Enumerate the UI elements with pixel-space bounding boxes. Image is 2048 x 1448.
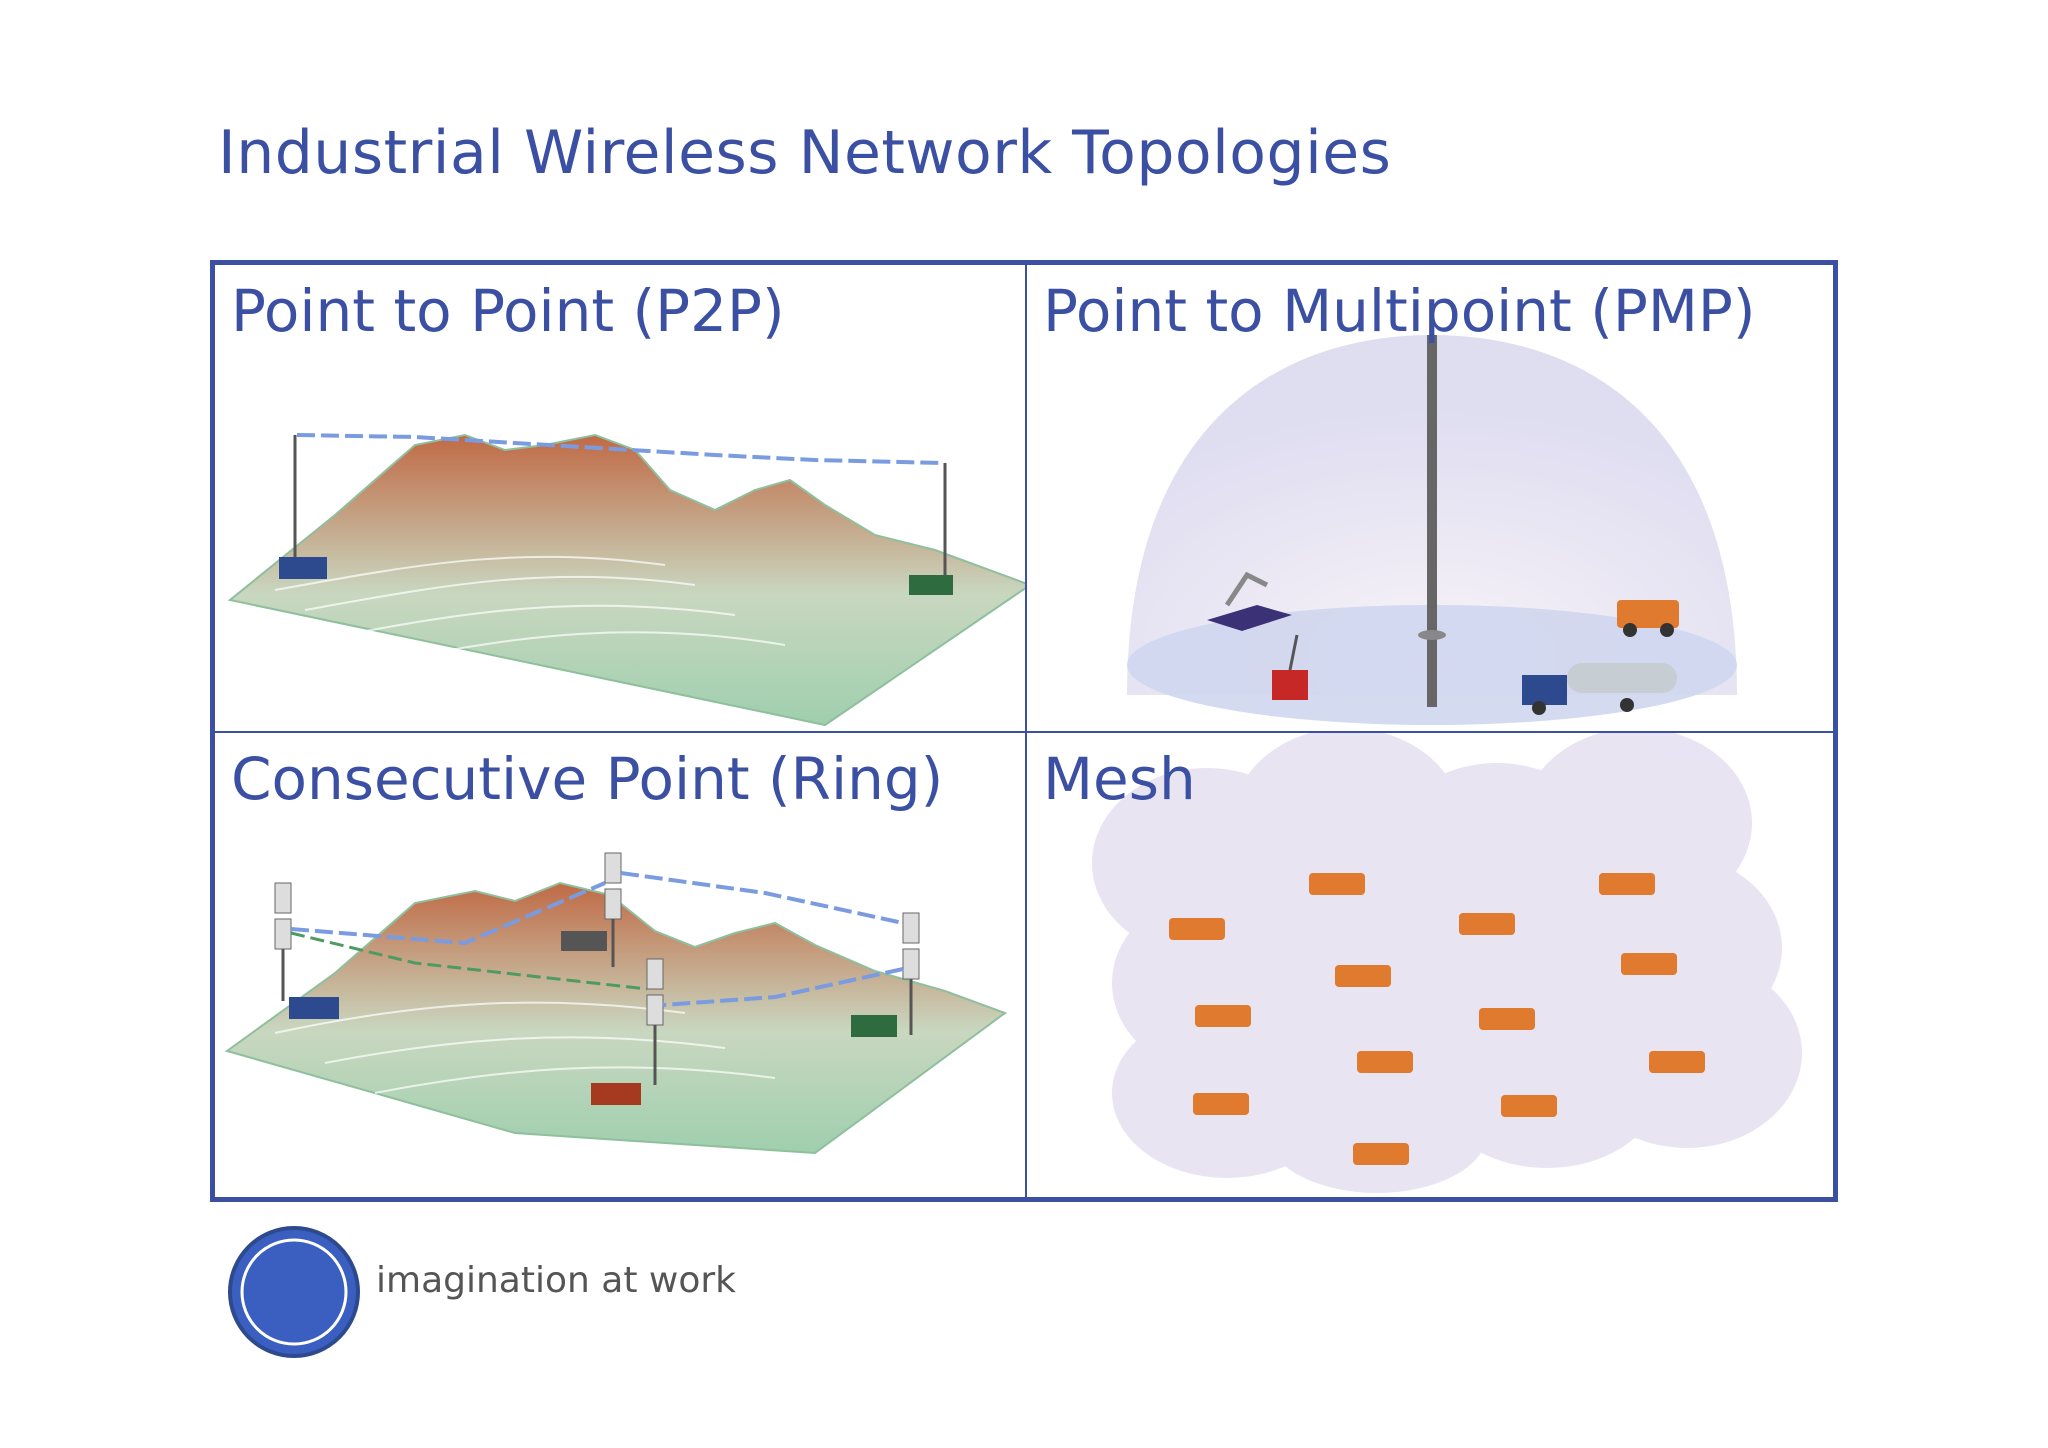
- mesh-dome-illustration: [1092, 733, 1802, 1193]
- truck-12: [1501, 1095, 1557, 1117]
- tanker-trailer: [1567, 663, 1677, 693]
- pmp-label: Point to Multipoint (PMP): [1043, 277, 1756, 345]
- cell-mesh: Mesh: [1027, 733, 1833, 1197]
- truck-9: [1357, 1051, 1413, 1073]
- building-blue: [279, 557, 327, 579]
- truck-13: [1353, 1143, 1409, 1165]
- truck-2: [1309, 873, 1365, 895]
- tagline: imagination at work: [376, 1260, 736, 1301]
- ring-link-2: [620, 871, 904, 925]
- cell-point-to-point: Point to Point (P2P): [215, 265, 1027, 733]
- pmp-pickup-truck: [1617, 600, 1679, 628]
- building-blue: [289, 997, 339, 1019]
- central-tower: [1427, 335, 1437, 707]
- truck-10: [1649, 1051, 1705, 1073]
- ring-link-4: [290, 931, 648, 991]
- truck-11: [1193, 1093, 1249, 1115]
- cell-point-to-multipoint: Point to Multipoint (PMP): [1027, 265, 1833, 733]
- truck-3: [1459, 913, 1515, 935]
- radio-link: [296, 433, 944, 465]
- mesh-label: Mesh: [1043, 745, 1196, 813]
- pumpjack-icon: [1224, 571, 1269, 607]
- building-green: [909, 575, 953, 595]
- ring-label: Consecutive Point (Ring): [231, 745, 944, 813]
- mesh-trucks: [1169, 873, 1705, 1165]
- pmp-dome-illustration: [1127, 335, 1737, 725]
- building-gray: [561, 931, 607, 951]
- building-green: [851, 1015, 897, 1037]
- ring-link-3: [662, 967, 904, 1007]
- pumpjack-base: [1207, 605, 1292, 631]
- truck-1: [1169, 918, 1225, 940]
- truck-8: [1479, 1008, 1535, 1030]
- wellhead-unit: [1272, 670, 1308, 700]
- p2p-terrain-illustration: [227, 433, 1025, 727]
- truck-7: [1195, 1005, 1251, 1027]
- topology-grid: Point to Point (P2P) Point to Multipoint: [210, 260, 1838, 1202]
- page-title: Industrial Wireless Network Topologies: [218, 118, 1392, 188]
- truck-6: [1621, 953, 1677, 975]
- building-red: [591, 1083, 641, 1105]
- p2p-label: Point to Point (P2P): [231, 277, 785, 345]
- mesh-coverage-domes: [1092, 733, 1802, 1193]
- ring-terrain-illustration: [224, 852, 1008, 1155]
- ring-link-1: [290, 881, 606, 946]
- truck-5: [1335, 965, 1391, 987]
- cell-consecutive-point-ring: Consecutive Point (Ring): [215, 733, 1027, 1197]
- repeater-towers: [274, 852, 920, 1085]
- tanker-cab: [1522, 675, 1567, 705]
- truck-4: [1599, 873, 1655, 895]
- ge-logo: [224, 1222, 364, 1362]
